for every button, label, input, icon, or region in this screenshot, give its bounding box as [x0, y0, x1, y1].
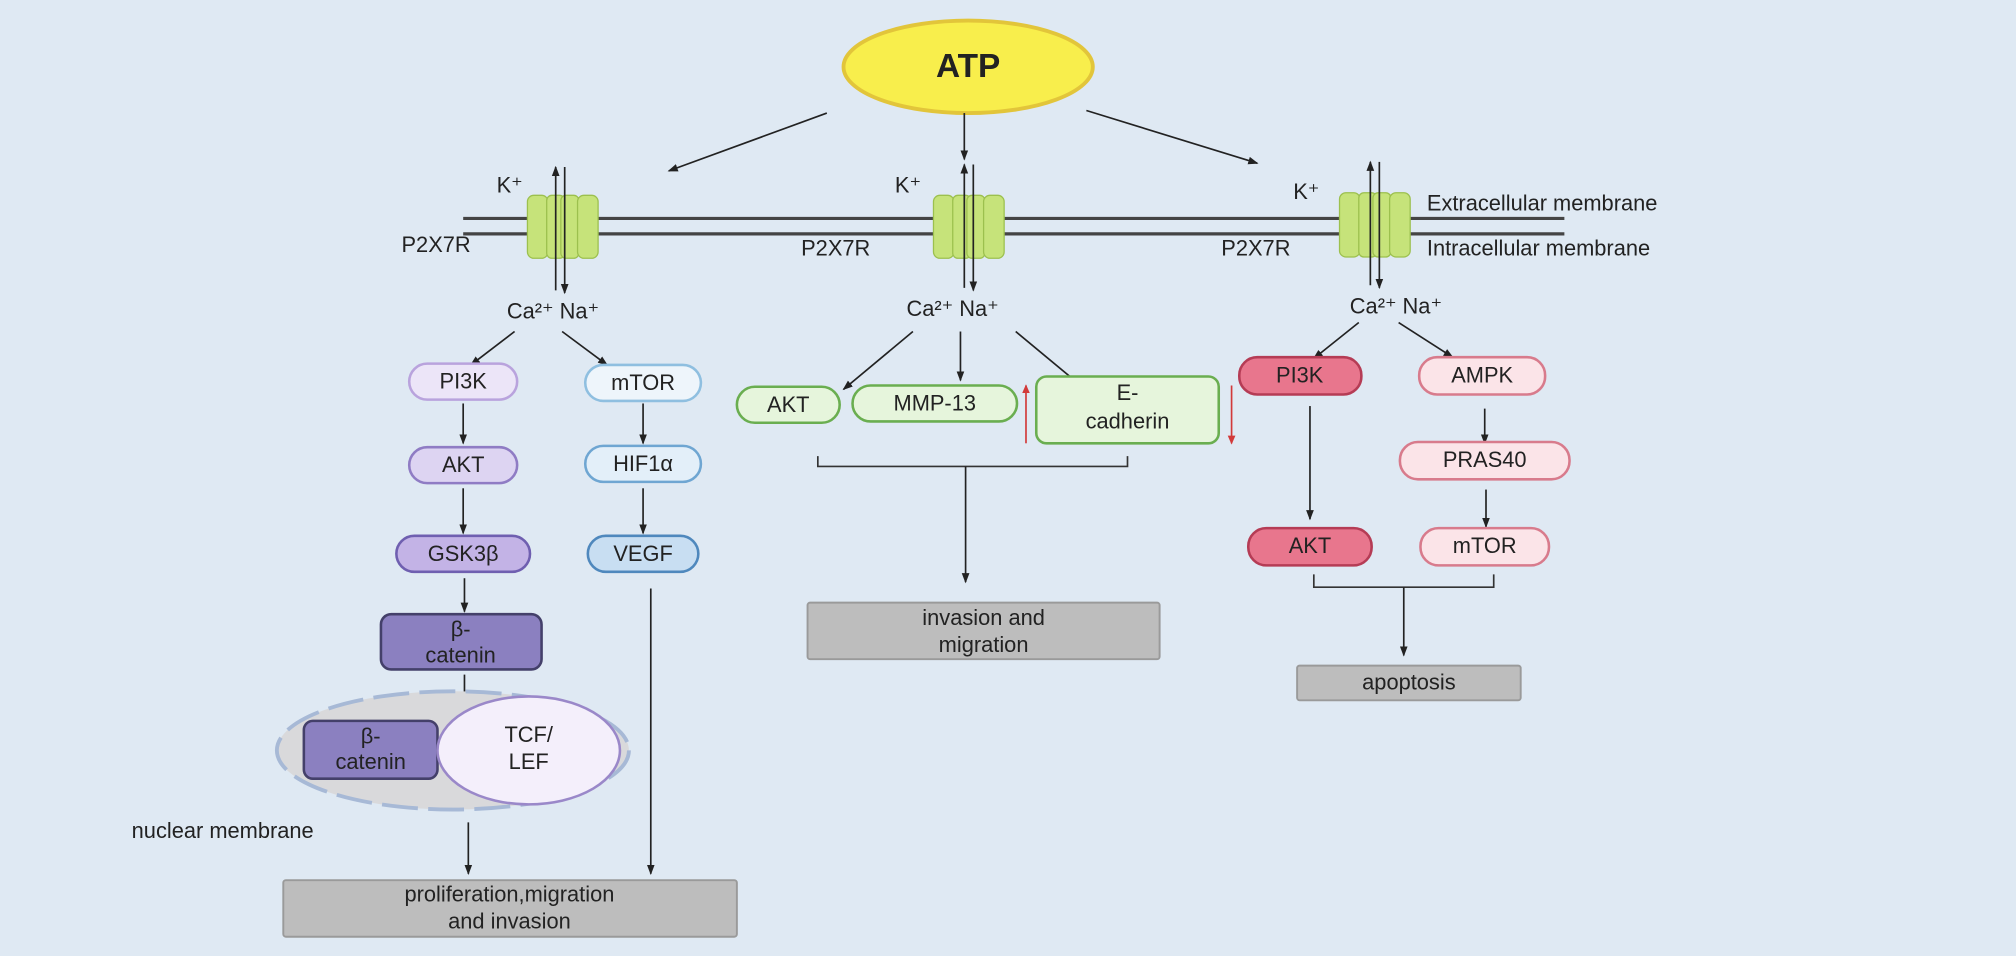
intracellular-membrane-label: Intracellular membrane [1427, 236, 1650, 261]
node-label: catenin [425, 642, 495, 667]
node-label: invasion and [922, 605, 1045, 630]
atp-label: ATP [936, 48, 1000, 85]
middle-ecadherin-node: E-cadherin [1034, 375, 1221, 445]
node-label: AKT [1289, 533, 1331, 558]
k-ion-right: K⁺ [1293, 179, 1319, 204]
bracket-middle [816, 456, 1129, 468]
ca-na-middle: Ca²⁺ Na⁺ [906, 296, 998, 321]
ca-na-right: Ca²⁺ Na⁺ [1350, 294, 1442, 319]
node-label: MMP-13 [894, 391, 976, 416]
middle-akt-node: AKT [735, 385, 841, 425]
node-label: and invasion [448, 908, 571, 933]
node-label: GSK3β [428, 541, 499, 566]
node-label: PI3K [440, 369, 488, 394]
right-ampk-node: AMPK [1417, 355, 1547, 396]
node-label: catenin [335, 749, 405, 774]
node-label: AKT [767, 392, 809, 417]
arrow [561, 330, 609, 366]
left-beta-catenin-node: β-catenin [379, 612, 543, 671]
arrow [1312, 321, 1360, 360]
node-label: PI3K [1276, 362, 1324, 387]
left-hif1a-node: HIF1α [583, 444, 703, 484]
tcf-lef-node [436, 695, 622, 806]
nucleus: β-catenin TCF/LEF [274, 689, 631, 812]
node-label: β- [361, 723, 381, 748]
p2x7r-label-middle: P2X7R [801, 236, 870, 261]
p2x7r-channel-middle [932, 163, 1005, 292]
node-label: cadherin [1086, 409, 1170, 434]
node-label: AKT [442, 452, 484, 477]
left-gsk3b-node: GSK3β [395, 534, 532, 574]
node-label: mTOR [1453, 533, 1517, 558]
right-pi3k-node: PI3K [1238, 355, 1363, 396]
left-pi3k-node: PI3K [407, 362, 519, 401]
arrow-atp-right [1086, 109, 1259, 165]
extracellular-membrane-label: Extracellular membrane [1427, 191, 1658, 216]
k-ion-left: K⁺ [497, 173, 523, 198]
node-label: mTOR [611, 370, 675, 395]
left-akt-node: AKT [407, 445, 519, 485]
node-label: proliferation,migration [404, 881, 614, 906]
left-vegf-node: VEGF [586, 534, 700, 574]
arrow [469, 330, 516, 366]
right-mtor-node: mTOR [1419, 526, 1551, 567]
node-label: TCF/ [504, 722, 553, 747]
p2x7r-label-left: P2X7R [402, 232, 471, 257]
node-label: LEF [509, 749, 549, 774]
p2x7r-label-right: P2X7R [1221, 236, 1290, 261]
ca-na-left: Ca²⁺ Na⁺ [507, 299, 599, 324]
arrow-atp-left [667, 112, 828, 172]
node-label: VEGF [613, 541, 672, 566]
node-label: E- [1117, 380, 1139, 405]
node-label: apoptosis [1362, 669, 1456, 694]
node-label: AMPK [1451, 362, 1513, 387]
middle-mmp13-node: MMP-13 [851, 384, 1019, 423]
atp-node: ATP [841, 18, 1095, 116]
node-label: β- [451, 617, 471, 642]
bracket-right [1312, 574, 1495, 589]
p2x7r-channel-left [526, 165, 599, 295]
right-outcome-box: apoptosis [1296, 664, 1522, 702]
node-label: HIF1α [613, 451, 673, 476]
node-label: PRAS40 [1443, 447, 1527, 472]
node-label: migration [939, 632, 1029, 657]
right-akt-node: AKT [1247, 526, 1373, 567]
k-ion-middle: K⁺ [895, 173, 921, 198]
left-mtor-node: mTOR [583, 363, 703, 403]
arrow [842, 330, 914, 391]
arrow [1398, 321, 1454, 358]
p2x7r-channel-right [1338, 160, 1411, 290]
nuclear-membrane-label: nuclear membrane [132, 818, 314, 843]
right-pras40-node: PRAS40 [1398, 440, 1571, 481]
